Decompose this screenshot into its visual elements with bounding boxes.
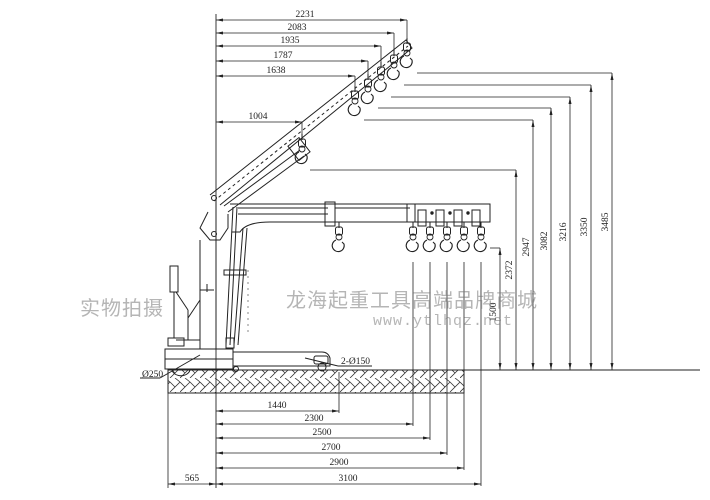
dim-1935: 1935: [281, 36, 300, 46]
dim-1787: 1787: [274, 51, 293, 61]
crane-body: [140, 39, 491, 379]
hooks-upper-boom: [294, 37, 413, 165]
front-wheel-label: 2-Ø150: [341, 357, 370, 367]
dim-2900: 2900: [330, 458, 349, 468]
dim-1500: 1500: [489, 302, 499, 321]
dim-1004: 1004: [249, 112, 268, 122]
dim-3350: 3350: [580, 217, 590, 236]
dim-2947: 2947: [522, 237, 532, 256]
dim-2372: 2372: [505, 260, 515, 279]
dim-3485: 3485: [601, 212, 611, 231]
watermark-center: 龙海起重工具高端品牌商城: [286, 288, 538, 312]
watermark-left: 实物拍摄: [80, 296, 164, 320]
dim-3100: 3100: [339, 474, 358, 484]
height-dimensions: [310, 72, 614, 370]
bottom-dimensions: [168, 262, 482, 486]
dim-565: 565: [185, 474, 200, 484]
rear-wheel-label: Ø250: [142, 370, 163, 380]
dim-2231: 2231: [296, 10, 315, 20]
ground-hatch: [167, 369, 700, 394]
dim-2083: 2083: [288, 23, 307, 33]
dim-1440: 1440: [268, 401, 287, 411]
dim-1638: 1638: [267, 66, 286, 76]
dim-3216: 3216: [559, 222, 569, 241]
watermark-url: www.ytlhqz.net: [373, 313, 514, 330]
dim-2700: 2700: [322, 443, 341, 453]
dim-3082: 3082: [540, 231, 550, 250]
hooks-lower-jib: [331, 221, 487, 253]
dim-2500: 2500: [313, 428, 332, 438]
dim-2300: 2300: [305, 414, 324, 424]
top-reach-dimensions: [216, 18, 408, 140]
